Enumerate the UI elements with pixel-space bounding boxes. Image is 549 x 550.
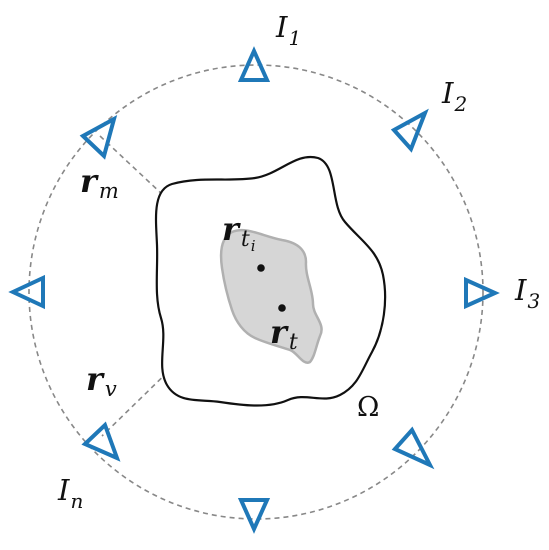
label-rv: rv — [86, 360, 117, 401]
label-omega: Ω — [357, 392, 379, 423]
sensors — [8, 46, 500, 534]
label-i1: I1 — [275, 10, 301, 50]
label-rm: rm — [80, 162, 119, 203]
sensor-w-icon — [8, 274, 45, 310]
sensor-nw-icon — [79, 114, 118, 160]
label-i3: I3 — [514, 273, 540, 313]
sensor-in-icon — [81, 421, 121, 462]
point-rti — [257, 264, 265, 272]
label-rti: rti — [222, 210, 256, 255]
sensor-se-icon — [391, 426, 435, 470]
point-rt — [278, 304, 286, 312]
sensor-s-icon — [237, 498, 271, 534]
label-rt: rt — [270, 313, 298, 355]
sensor-i1-icon — [237, 46, 271, 82]
sensor-ring — [28, 64, 484, 520]
sensor-i3-icon — [464, 276, 500, 310]
target-region — [219, 228, 323, 364]
label-in: In — [57, 473, 83, 513]
sensor-i2-icon — [390, 108, 429, 153]
label-i2: I2 — [441, 76, 467, 116]
